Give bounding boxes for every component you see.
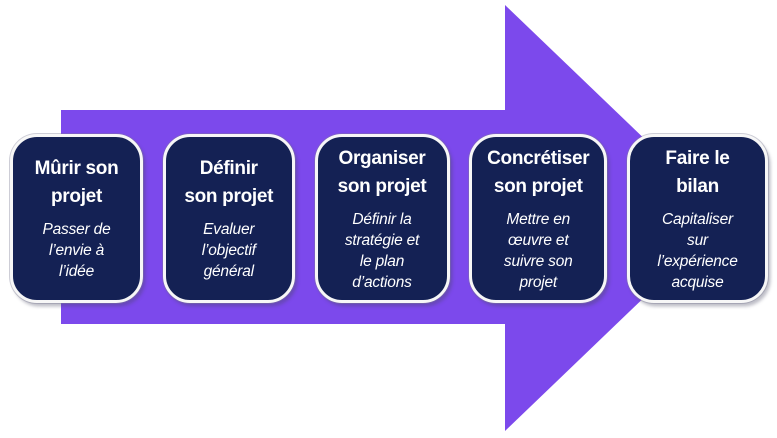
step-title: Définir son projet <box>184 158 274 207</box>
step-subtitle: Définir la stratégie et le plan d’action… <box>344 210 420 291</box>
step-title: Faire le bilan <box>665 147 730 197</box>
step-title: Organiser son projet <box>337 147 427 197</box>
step-card-definir-son-projet: Définir son projet Evaluer l’objectif gé… <box>162 134 295 303</box>
step-title: Mûrir son projet <box>34 158 119 207</box>
step-card-concretiser-son-projet: Concrétiser son projet Mettre en œuvre e… <box>469 134 608 303</box>
step-title: Concrétiser son projet <box>487 147 590 197</box>
step-card-organiser-son-projet: Organiser son projet Définir la stratégi… <box>314 134 450 303</box>
step-card-murir-son-projet: Mûrir son projet Passer de l’envie à l’i… <box>10 134 143 303</box>
steps-row: Mûrir son projet Passer de l’envie à l’i… <box>10 134 768 303</box>
step-subtitle: Evaluer l’objectif général <box>201 221 256 280</box>
step-subtitle: Mettre en œuvre et suivre son projet <box>503 210 573 291</box>
step-subtitle: Capitaliser sur l’expérience acquise <box>657 210 738 291</box>
step-card-faire-le-bilan: Faire le bilan Capitaliser sur l’expérie… <box>627 134 768 303</box>
step-subtitle: Passer de l’envie à l’idée <box>42 221 111 280</box>
